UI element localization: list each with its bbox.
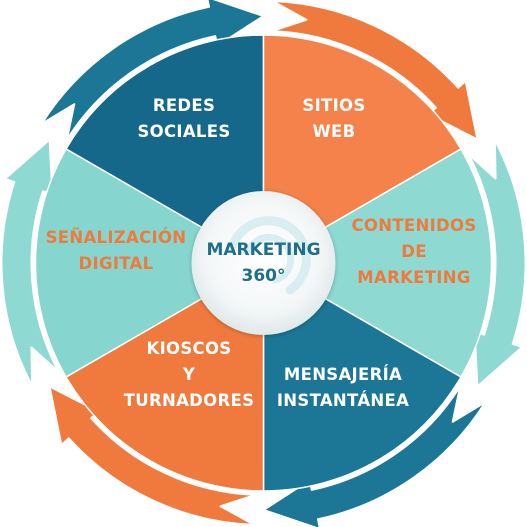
segment-label-redes-sociales: SOCIALES (138, 122, 231, 141)
arrow-right-icon (467, 138, 527, 388)
arrow-bottom-right-icon (262, 384, 487, 527)
segment-wheel (34, 34, 493, 492)
center-title-line-2: 360° (242, 266, 286, 286)
swirl-logo-icon (228, 216, 311, 295)
segment-label-senalizacion-digital: SEÑALIZACIÓN (46, 228, 187, 247)
segment-label-contenidos-de-marketing: DE (401, 242, 427, 261)
segment-label-kioscos-y-turnadores: KIOSCOS (147, 339, 232, 358)
segment-label-mensajeria-instantanea: INSTANTÁNEA (277, 391, 409, 410)
segment-label-redes-sociales: REDES (153, 96, 215, 115)
arrow-top-left-icon (40, 0, 265, 142)
segment-label-kioscos-y-turnadores: TURNADORES (124, 391, 255, 410)
segment-label-mensajeria-instantanea: MENSAJERÍA (284, 365, 402, 384)
center-circle (191, 191, 336, 335)
segment-labels: REDES SOCIALES SITIOS WEB CONTENIDOS DE MARKET… (46, 96, 477, 410)
segment-label-kioscos-y-turnadores: Y (182, 365, 196, 384)
segment-label-sitios-web: WEB (313, 122, 356, 141)
segment-label-sitios-web: SITIOS (302, 96, 365, 115)
center-title-line-1: MARKETING (206, 240, 320, 260)
center-hub: MARKETING 360° (191, 191, 336, 335)
arrow-left-icon (0, 138, 60, 388)
segment-label-contenidos-de-marketing: MARKETING (357, 268, 470, 287)
segment-label-contenidos-de-marketing: CONTENIDOS (351, 216, 476, 235)
arrow-bottom-left-icon (48, 385, 257, 526)
arrow-top-right-icon (270, 0, 479, 141)
segment-label-senalizacion-digital: DIGITAL (79, 254, 154, 273)
